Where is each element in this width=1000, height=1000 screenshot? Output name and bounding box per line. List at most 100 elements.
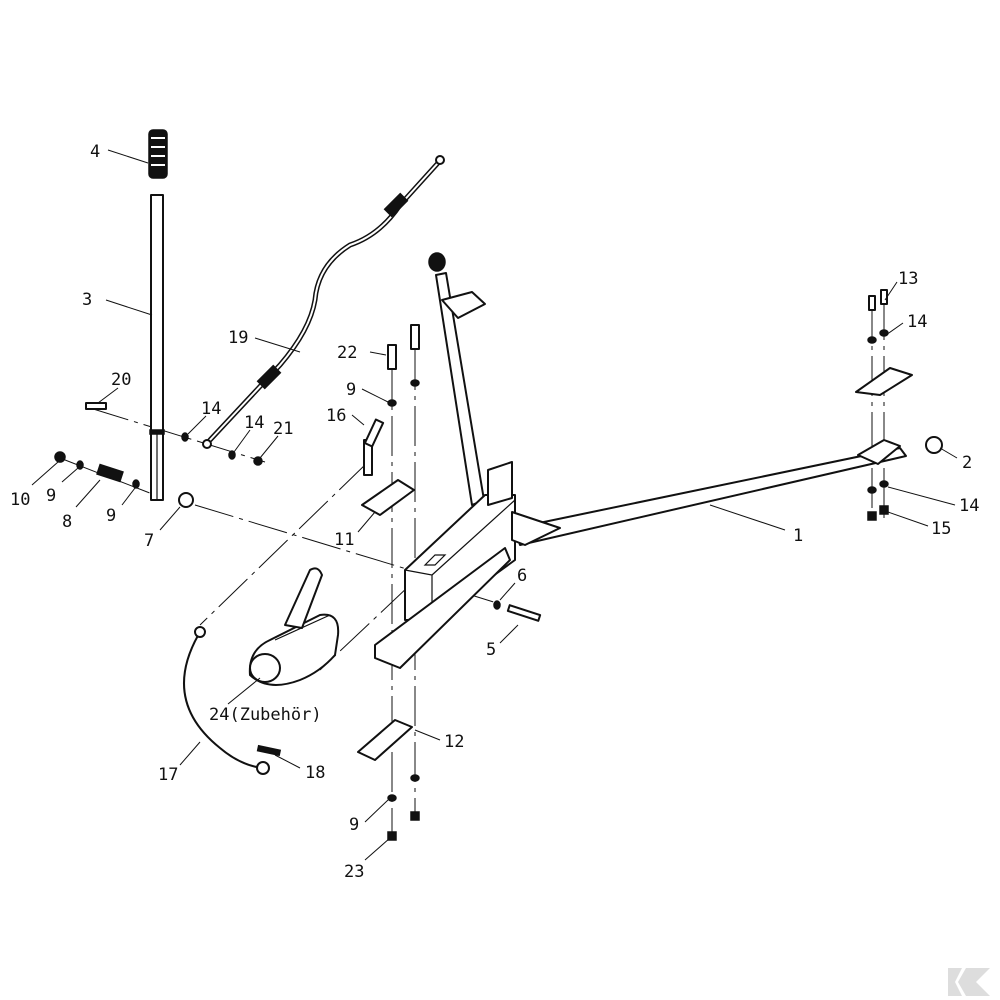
coupling-lever — [284, 567, 323, 629]
cable-adjuster-lower — [256, 364, 282, 390]
washer-14d — [879, 329, 889, 337]
axis-bolt-20 — [89, 407, 266, 463]
left-hardware — [54, 402, 263, 508]
leader-9a — [61, 467, 79, 483]
callout-15: 15 — [931, 519, 951, 539]
callout-17: 17 — [158, 765, 178, 785]
leader-14a — [187, 415, 207, 435]
callout-14d: 14 — [959, 496, 979, 516]
frame-upright-tab — [487, 461, 513, 506]
cable-adjuster-upper — [383, 192, 409, 218]
leader-19 — [254, 337, 301, 353]
grip-part-4 — [148, 129, 168, 179]
leader-18 — [274, 754, 301, 769]
watermark-logo-mark — [948, 968, 962, 996]
nut-23a — [387, 831, 397, 841]
callout-23: 23 — [344, 862, 364, 882]
bowden-cable-part-19 — [202, 155, 445, 449]
callout-11: 11 — [334, 530, 354, 550]
grip-rib-3 — [151, 155, 165, 157]
washer-6 — [493, 600, 501, 610]
leader-9d — [364, 799, 389, 823]
nut-23b — [410, 811, 420, 821]
leader-20 — [97, 387, 119, 404]
washer-9a — [76, 460, 84, 470]
callout-21: 21 — [273, 419, 293, 439]
bolt-5-washer-6 — [493, 600, 542, 622]
washer-14b — [228, 450, 236, 460]
leader-11 — [357, 511, 376, 533]
bolt-22b — [410, 324, 420, 350]
callout-19: 19 — [228, 328, 248, 348]
callout-14c: 14 — [907, 312, 927, 332]
washer-14f — [879, 480, 889, 488]
callout-24: 24(Zubehör) — [209, 705, 322, 725]
drawbar-frame — [374, 252, 907, 669]
center-hardware — [357, 324, 420, 841]
leader-21 — [259, 435, 279, 459]
washer-9f — [387, 794, 397, 802]
clamp-plate-right — [855, 367, 913, 396]
leader-14d — [887, 486, 956, 506]
bolt-13a — [868, 295, 876, 311]
frame-lower-rail — [374, 547, 511, 669]
safety-rope-17 — [183, 626, 282, 775]
callout-3: 3 — [82, 290, 92, 310]
pin-handle — [363, 418, 385, 448]
leader-16 — [351, 414, 365, 426]
frame-gusset — [511, 511, 561, 546]
frame-long-arm — [514, 447, 907, 546]
leader-3 — [105, 299, 153, 316]
callout-9d: 9 — [349, 815, 359, 835]
leader-24 — [227, 677, 261, 705]
leader-22 — [369, 351, 387, 356]
leader-14b — [233, 429, 251, 453]
callout-13: 13 — [898, 269, 918, 289]
bolt-13b — [880, 289, 888, 305]
leader-1 — [709, 504, 786, 531]
frame-channel-top-edge — [431, 499, 516, 576]
washer-14c — [867, 336, 877, 344]
callout-16: 16 — [326, 406, 346, 426]
callout-4: 4 — [90, 142, 100, 162]
callout-2: 2 — [962, 453, 972, 473]
leader-2 — [939, 447, 958, 459]
callout-22: 22 — [337, 343, 357, 363]
plate-11 — [361, 479, 415, 516]
leader-14c — [885, 322, 904, 336]
coupling-ball-socket — [249, 653, 281, 683]
leader-10 — [31, 461, 59, 486]
rope — [183, 631, 263, 769]
coupling-seam — [274, 614, 331, 641]
support-stand-part-3 — [149, 194, 165, 501]
end-cap-part-2 — [925, 436, 943, 454]
bushing-7 — [178, 492, 194, 508]
washer-14a — [181, 432, 189, 442]
callout-1: 1 — [793, 526, 803, 546]
frame-strut-bracket — [441, 291, 486, 319]
leader-7 — [159, 506, 181, 531]
frame-strut-cap — [428, 252, 446, 272]
leader-15 — [887, 511, 929, 527]
axis-7-to-frame — [194, 504, 411, 571]
spring-8 — [96, 463, 124, 483]
callout-6: 6 — [517, 566, 527, 586]
callout-12: 12 — [444, 732, 464, 752]
leader-9c — [361, 388, 389, 403]
leader-5 — [499, 624, 519, 644]
frame-channel-slot — [423, 554, 447, 566]
end-cap — [925, 436, 943, 454]
callout-20: 20 — [111, 370, 131, 390]
callout-14a: 14 — [201, 399, 221, 419]
callout-18: 18 — [305, 763, 325, 783]
nut-10 — [54, 451, 66, 463]
plate-12 — [357, 719, 413, 761]
washer-9e — [410, 774, 420, 782]
leader-17 — [179, 741, 201, 766]
callout-9a: 9 — [46, 486, 56, 506]
washer-14e — [867, 486, 877, 494]
rope-eye-top — [194, 626, 206, 638]
stand-collar — [149, 429, 165, 435]
